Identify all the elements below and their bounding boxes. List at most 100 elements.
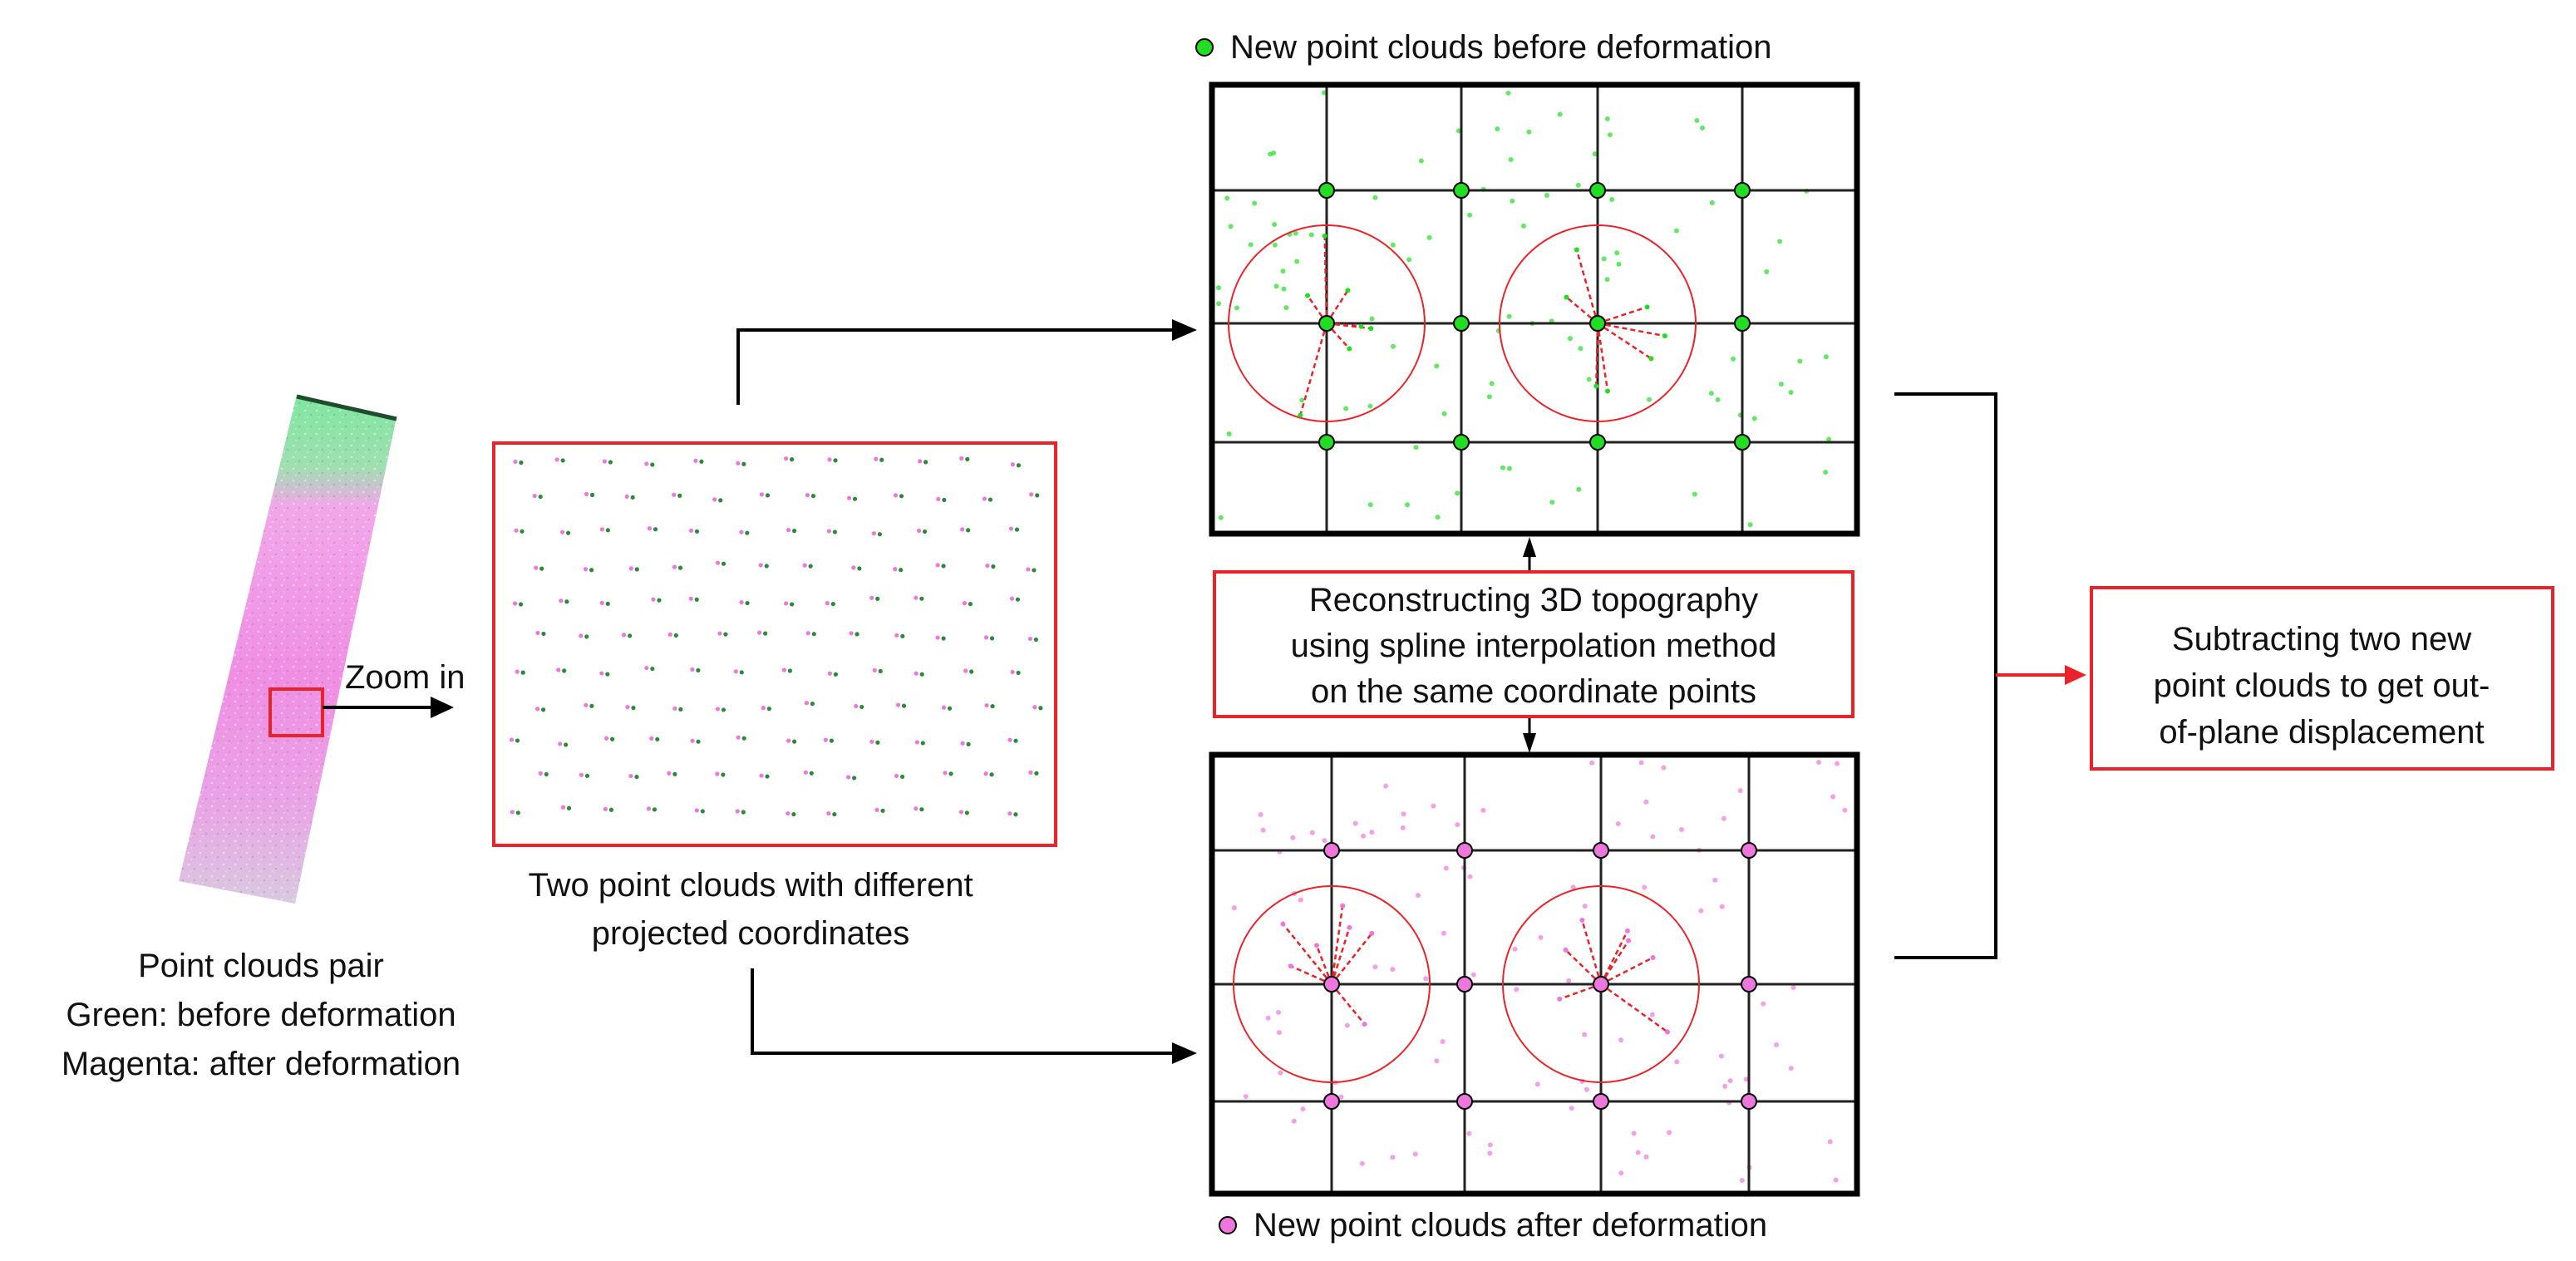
before-point [787, 668, 792, 673]
grid-node [1589, 315, 1606, 332]
grid-node [1593, 1093, 1609, 1110]
neighbour-point [1362, 1022, 1367, 1027]
before-point [605, 601, 610, 606]
before-point [964, 810, 969, 815]
after-point [872, 667, 877, 672]
scattered-point [1224, 195, 1230, 201]
after-point [1009, 596, 1015, 601]
scattered-point [1265, 1015, 1271, 1021]
before-point [966, 741, 971, 746]
scattered-point [1578, 346, 1584, 352]
neighbour-point [1564, 294, 1569, 300]
neighbour-point [1605, 388, 1611, 394]
zoomed-point-pairs [509, 456, 1043, 817]
before-point [764, 564, 769, 569]
after-point [667, 632, 672, 637]
before-point [919, 672, 924, 677]
after-point [826, 529, 831, 534]
scattered-point [1615, 820, 1621, 826]
before-point [694, 597, 699, 602]
scattered-point [1526, 129, 1532, 135]
top-legend-label: New point clouds before deformation [1230, 29, 1771, 66]
scattered-point [1514, 987, 1519, 993]
scattered-point [1506, 465, 1512, 471]
after-point [962, 601, 967, 606]
scattered-point [1293, 230, 1298, 236]
after-point [735, 809, 740, 814]
scattered-point [1272, 242, 1278, 248]
before-point [677, 565, 683, 570]
scattered-point [1643, 1154, 1649, 1160]
after-point [784, 601, 789, 606]
after-point [1007, 737, 1012, 742]
magenta-point-legend-icon [1219, 1216, 1237, 1234]
before-point [829, 738, 834, 743]
after-point [624, 494, 629, 500]
scattered-point [1418, 158, 1424, 164]
interpolation-spoke [1323, 235, 1328, 324]
scattered-point [1743, 1076, 1749, 1082]
arrow-to-bottom-grid [751, 968, 1197, 1064]
before-point [988, 497, 992, 502]
neighbour-point [1313, 943, 1319, 948]
before-point [879, 457, 884, 462]
after-point [983, 635, 989, 640]
scattered-point [1226, 431, 1232, 436]
after-point [914, 740, 919, 745]
after-point [515, 669, 520, 674]
scattered-point [1440, 1038, 1446, 1044]
scattered-point [1815, 759, 1821, 765]
scattered-point [1751, 416, 1757, 421]
strip-top-edge [296, 394, 397, 421]
scattered-point [1777, 239, 1783, 244]
scattered-point [1278, 1070, 1283, 1076]
grid-node [1741, 1093, 1757, 1110]
before-point [899, 774, 905, 780]
scattered-point [1631, 1130, 1637, 1136]
subtraction-text-line-2: point clouds to get out- [2154, 667, 2490, 704]
before-point [694, 529, 700, 534]
grid-node [1593, 842, 1609, 859]
strip-caption-line-1: Point clouds pair [138, 948, 384, 984]
after-point [786, 810, 791, 816]
scattered-point [1576, 486, 1582, 492]
scattered-point [1487, 1142, 1493, 1148]
after-point [849, 631, 854, 636]
before-point [540, 707, 546, 712]
scattered-point [1618, 1037, 1624, 1043]
after-point [560, 805, 566, 810]
scattered-point [1575, 182, 1581, 188]
after-point [958, 810, 963, 815]
before-point [941, 564, 946, 569]
before-point [789, 457, 795, 462]
after-point [936, 496, 941, 502]
scattered-point [1614, 250, 1620, 256]
before-point [942, 497, 947, 503]
scattered-point [1435, 515, 1441, 520]
scattered-point [1567, 336, 1573, 342]
before-point [539, 566, 544, 571]
after-point [759, 492, 765, 497]
before-point [672, 771, 677, 776]
before-point [519, 460, 524, 465]
before-point [875, 740, 880, 745]
scattered-point [1390, 242, 1396, 248]
before-point [1034, 771, 1039, 776]
before-point [745, 600, 750, 606]
interpolation-spoke [1330, 927, 1351, 985]
before-point [564, 599, 569, 604]
after-point [869, 595, 874, 600]
before-point [605, 672, 610, 677]
scattered-point [1719, 904, 1725, 909]
after-point [694, 808, 699, 813]
scattered-point [1827, 1139, 1833, 1145]
scattered-point [1510, 198, 1515, 204]
scattered-point [1361, 833, 1367, 839]
scattered-point [1216, 301, 1222, 307]
scattered-point [1694, 117, 1700, 123]
neighbour-point [1298, 412, 1303, 418]
after-point [918, 459, 923, 464]
scattered-point [1258, 811, 1263, 817]
scattered-point [1443, 865, 1449, 871]
scattered-point [1500, 465, 1505, 470]
